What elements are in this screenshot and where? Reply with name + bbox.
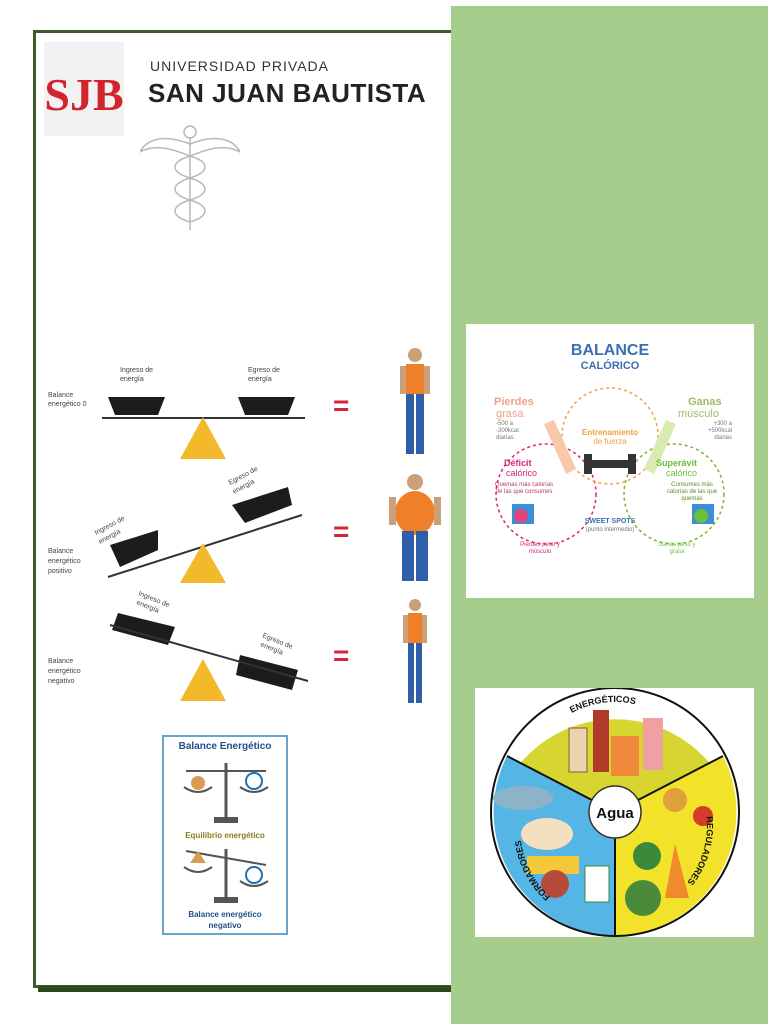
scale-row-negative: Balance energético negativo Ingreso de e… xyxy=(48,590,427,703)
balance-scale-icon-1 xyxy=(183,763,269,823)
university-name-line2: SAN JUAN BAUTISTA xyxy=(148,78,427,108)
caduceus-icon xyxy=(140,125,240,230)
balance-card-title: Balance Energético xyxy=(178,741,272,752)
food-wheel-diagram: Agua ENERGÉTICOS REGULADORES FORMADORES xyxy=(490,687,740,937)
university-logo: SJB xyxy=(42,38,126,142)
superavit-label-2: calórico xyxy=(666,468,698,478)
deficit-note: Quemas más calorías de las que consumes xyxy=(494,482,554,495)
person-overweight-icon xyxy=(389,474,441,581)
university-name-line1: UNIVERSIDAD PRIVADA xyxy=(150,58,329,74)
balance-card-bottom-line1: Balance energético xyxy=(188,910,262,919)
pierdes-peso-label: Pierdes peso y músculo xyxy=(520,542,560,555)
calorico-diagram xyxy=(495,342,725,545)
row1-left-tag-a: Ingreso de xyxy=(120,367,153,374)
balance-card-bottom: Balance energético negativo xyxy=(164,909,286,931)
scale-row-positive: Balance energético positivo Ingreso de e… xyxy=(48,466,441,583)
pierdes-note: -500 a -300kcal diarias xyxy=(496,421,519,441)
superavit-note: Consumes más calorías de las que quemas xyxy=(666,482,718,502)
equals-sign-2: = xyxy=(333,516,349,547)
balance-card-middle: Equilibrio energético xyxy=(185,831,265,840)
row1-right-tag-b: energía xyxy=(248,376,272,383)
row2-label-a: Balance xyxy=(48,548,73,555)
deficit-label: Déficit xyxy=(504,458,532,468)
balance-calorico-infographic: BALANCE CALÓRICO Pierdes grasa -500 a -3… xyxy=(466,324,754,598)
logo-letters: SJB xyxy=(44,69,123,120)
scale-row-balanced: Balance energético 0 Ingreso de energía … xyxy=(48,348,430,459)
grasa-label: grasa xyxy=(496,408,524,420)
row3-label-b: energético xyxy=(48,668,81,675)
calorico-title-2: CALÓRICO xyxy=(580,360,640,372)
superavit-label: Superávit xyxy=(656,458,698,468)
sweet-spots-label: SWEET SPOTS xyxy=(584,518,636,525)
ganas-label: Ganas xyxy=(688,396,722,408)
musculo-label: músculo xyxy=(678,408,719,420)
agua-label: Agua xyxy=(596,805,634,822)
deficit-label-2: calórico xyxy=(506,468,538,478)
balance-energetico-card: Balance Energético Equilibrio energético… xyxy=(162,735,288,935)
sweet-spots-note: (punto intermedio) xyxy=(585,527,635,533)
row1-label-b: energético 0 xyxy=(48,401,87,408)
row1-right-tag-a: Egreso de xyxy=(248,367,280,374)
pierdes-label: Pierdes xyxy=(494,396,534,408)
food-groups-wheel: Agua ENERGÉTICOS REGULADORES FORMADORES xyxy=(475,687,754,937)
row2-label-b: energético xyxy=(48,558,81,565)
fuerza-label: de fuerza xyxy=(593,437,627,446)
row1-left-tag-b: energía xyxy=(120,376,144,383)
equals-sign-1: = xyxy=(333,390,349,421)
ganas-note: +300 a +500kcal diarias xyxy=(707,421,732,441)
balance-scale-icon-2 xyxy=(183,849,269,903)
person-normal-icon xyxy=(400,348,430,454)
equals-sign-3: = xyxy=(333,640,349,671)
balance-card-bottom-line2: negativo xyxy=(208,921,242,930)
calorico-title-1: BALANCE xyxy=(570,342,650,359)
row1-label-a: Balance xyxy=(48,392,73,399)
person-thin-icon xyxy=(403,599,427,703)
row2-label-c: positivo xyxy=(48,568,72,575)
energy-balance-scales-figure: Balance energético 0 Ingreso de energía … xyxy=(48,348,441,703)
entrenamiento-label: Entrenamiento xyxy=(581,428,638,437)
page-shadow xyxy=(38,986,458,992)
row3-label-a: Balance xyxy=(48,658,73,665)
ganas-peso-label: Ganas peso y grasa xyxy=(658,542,696,555)
row3-label-c: negativo xyxy=(48,678,75,685)
